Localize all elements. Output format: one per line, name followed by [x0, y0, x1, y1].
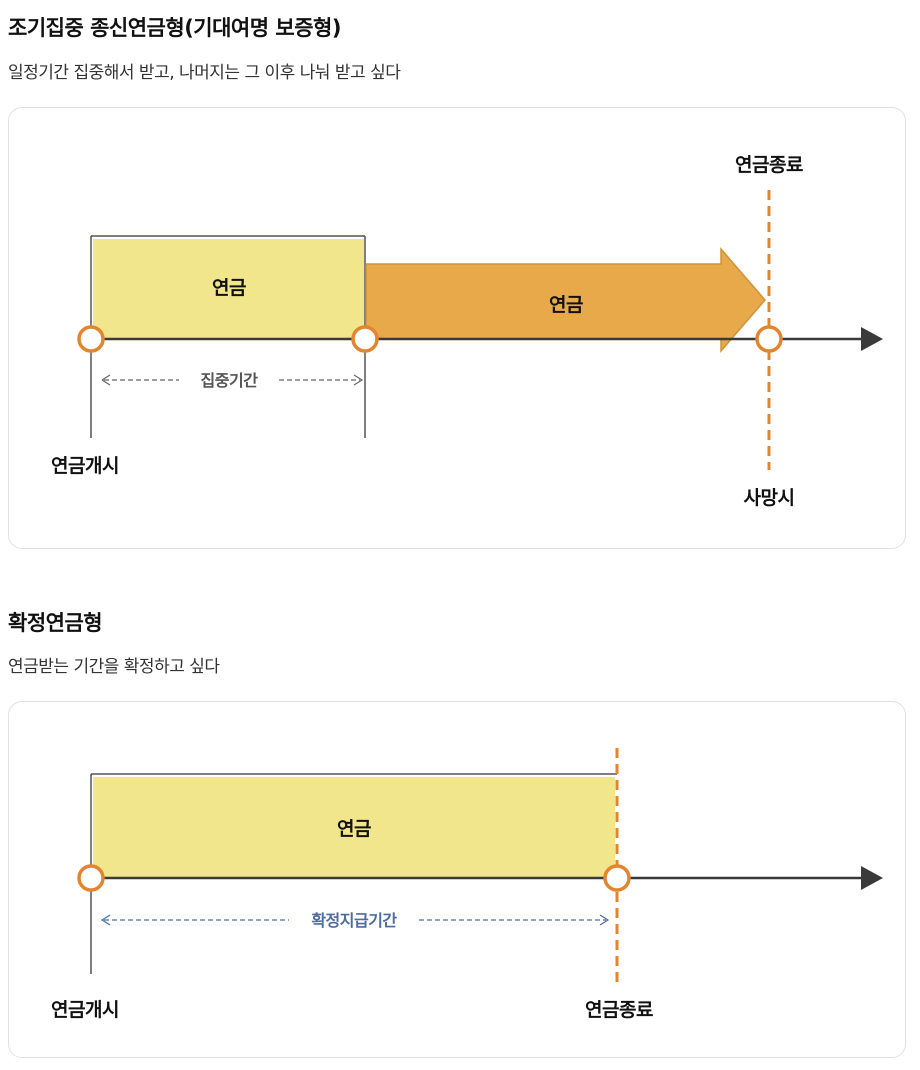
timeline-arrowhead-icon — [861, 866, 883, 890]
block-label: 연금 — [212, 277, 246, 299]
start-label: 연금개시 — [51, 455, 119, 477]
diagram-card-fixed: 연금 확정지급기간 연금개시 연금종료 — [8, 701, 906, 1058]
arrow-label: 연금 — [549, 294, 583, 316]
period-arrow-left-icon-lower — [101, 379, 111, 386]
end-label: 연금종료 — [735, 154, 803, 176]
start-label: 연금개시 — [51, 999, 119, 1021]
start-marker — [77, 325, 105, 353]
period-arrow-left-icon — [101, 374, 111, 381]
period-arrow-right-icon — [599, 914, 610, 926]
start-marker — [77, 864, 105, 892]
annuity-block — [93, 777, 615, 878]
period-end-marker — [351, 325, 379, 353]
end-marker — [603, 864, 631, 892]
annuity-block — [93, 239, 364, 339]
period-arrow-right-icon — [353, 374, 364, 386]
period-arrow-left-icon — [100, 914, 111, 926]
block-label: 연금 — [337, 818, 371, 840]
diagram-early-focus: 연금종료 연금 연금 집중기간 연금개시 사망시 — [51, 154, 883, 509]
section-title-fixed: 확정연금형 — [8, 611, 103, 635]
section-title-early-focus: 조기집중 종신연금형(기대여명 보증형) — [8, 16, 341, 40]
end-marker — [755, 325, 783, 353]
timeline-arrowhead-icon — [861, 327, 883, 351]
period-label: 확정지급기간 — [311, 911, 397, 930]
diagram-card-early-focus: 연금종료 연금 연금 집중기간 연금개시 사망시 — [8, 107, 906, 549]
end-label: 연금종료 — [585, 999, 653, 1021]
period-label: 집중기간 — [201, 371, 259, 390]
death-label: 사망시 — [744, 487, 795, 509]
diagram-fixed: 연금 확정지급기간 연금개시 연금종료 — [51, 748, 883, 1021]
section-description-fixed: 연금받는 기간을 확정하고 싶다 — [8, 657, 220, 677]
section-description-early-focus: 일정기간 집중해서 받고, 나머지는 그 이후 나눠 받고 싶다 — [8, 63, 401, 83]
